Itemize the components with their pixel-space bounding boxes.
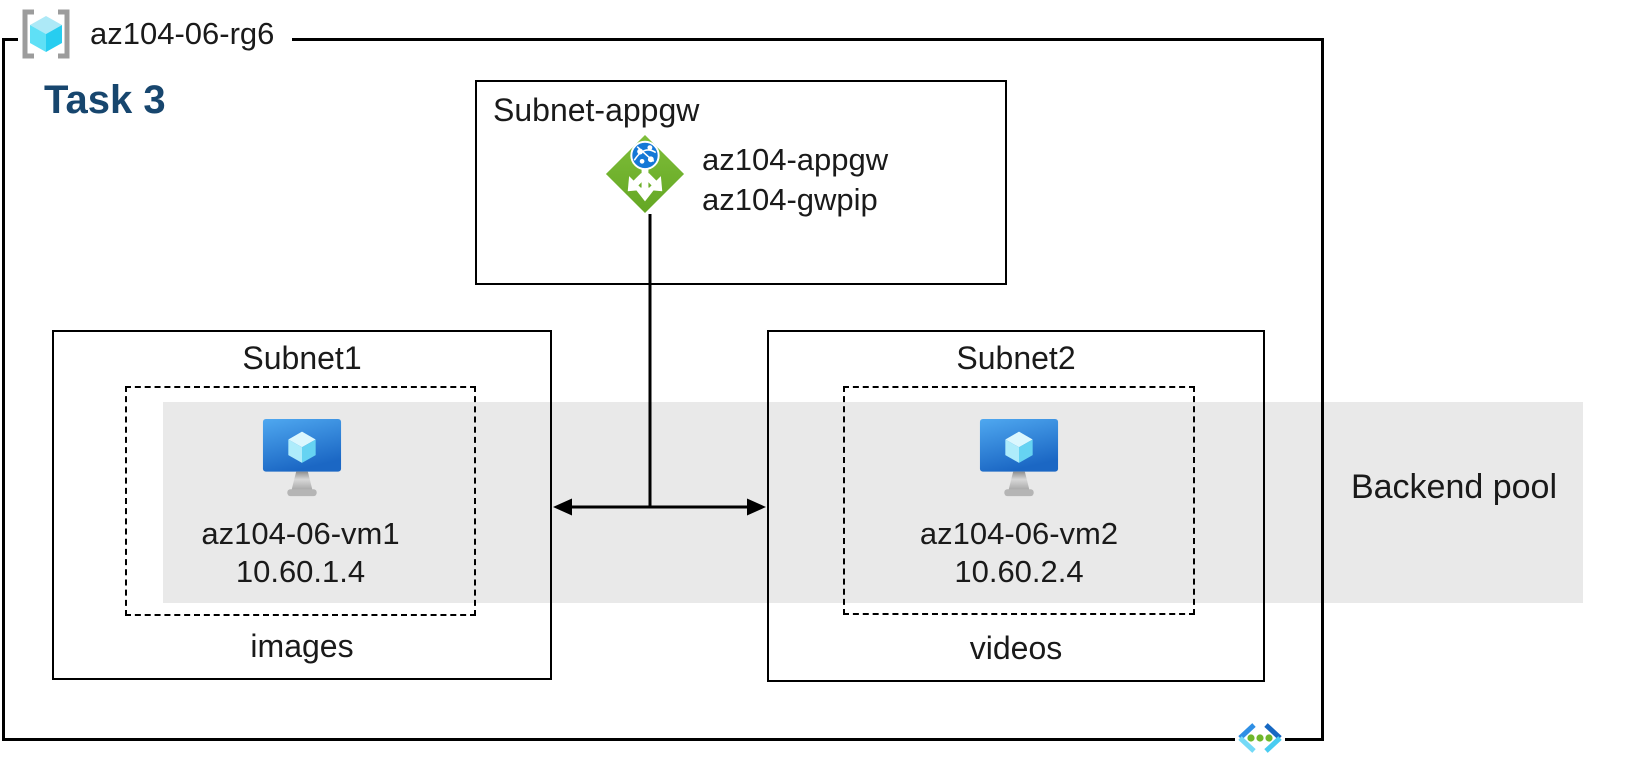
task-label: Task 3 [44, 78, 166, 122]
subnet2-box: Subnet2 [767, 330, 1265, 682]
vm2-name: az104-06-vm2 [919, 516, 1119, 551]
resource-group-label: az104-06-rg6 [18, 4, 293, 64]
gateway-public-ip-name: az104-gwpip [702, 182, 878, 217]
subnet1-caption: images [250, 628, 354, 664]
subnet2-title: Subnet2 [956, 340, 1076, 376]
application-gateway-labels: az104-appgw az104-gwpip [702, 140, 888, 220]
backend-pool-band [163, 402, 1583, 603]
vm1-label-block: az104-06-vm1 10.60.1.4 [125, 515, 476, 591]
subnet-appgw-title: Subnet-appgw [493, 92, 700, 128]
backend-pool-label: Backend pool [1350, 468, 1558, 506]
virtual-machine-icon-vm1 [261, 415, 343, 501]
subnet2-vm-group-box [843, 386, 1195, 615]
virtual-network-icon [1235, 718, 1285, 758]
vm2-ip: 10.60.2.4 [954, 554, 1084, 589]
app-gateway-name: az104-appgw [702, 142, 889, 177]
subnet-appgw-box: Subnet-appgw [475, 80, 1007, 285]
application-gateway-icon [605, 134, 685, 214]
resource-group-icon [22, 9, 70, 59]
virtual-machine-icon-vm2 [978, 415, 1060, 501]
subnet1-box: Subnet1 [52, 330, 552, 680]
resource-group-box [2, 38, 1324, 741]
vm1-name: az104-06-vm1 [201, 516, 400, 551]
subnet1-vm-group-box [125, 386, 476, 616]
vm1-ip: 10.60.1.4 [235, 554, 366, 589]
subnet2-caption: videos [969, 630, 1063, 666]
vm2-label-block: az104-06-vm2 10.60.2.4 [843, 515, 1195, 591]
resource-group-name: az104-06-rg6 [90, 16, 275, 51]
subnet1-title: Subnet1 [242, 340, 362, 376]
